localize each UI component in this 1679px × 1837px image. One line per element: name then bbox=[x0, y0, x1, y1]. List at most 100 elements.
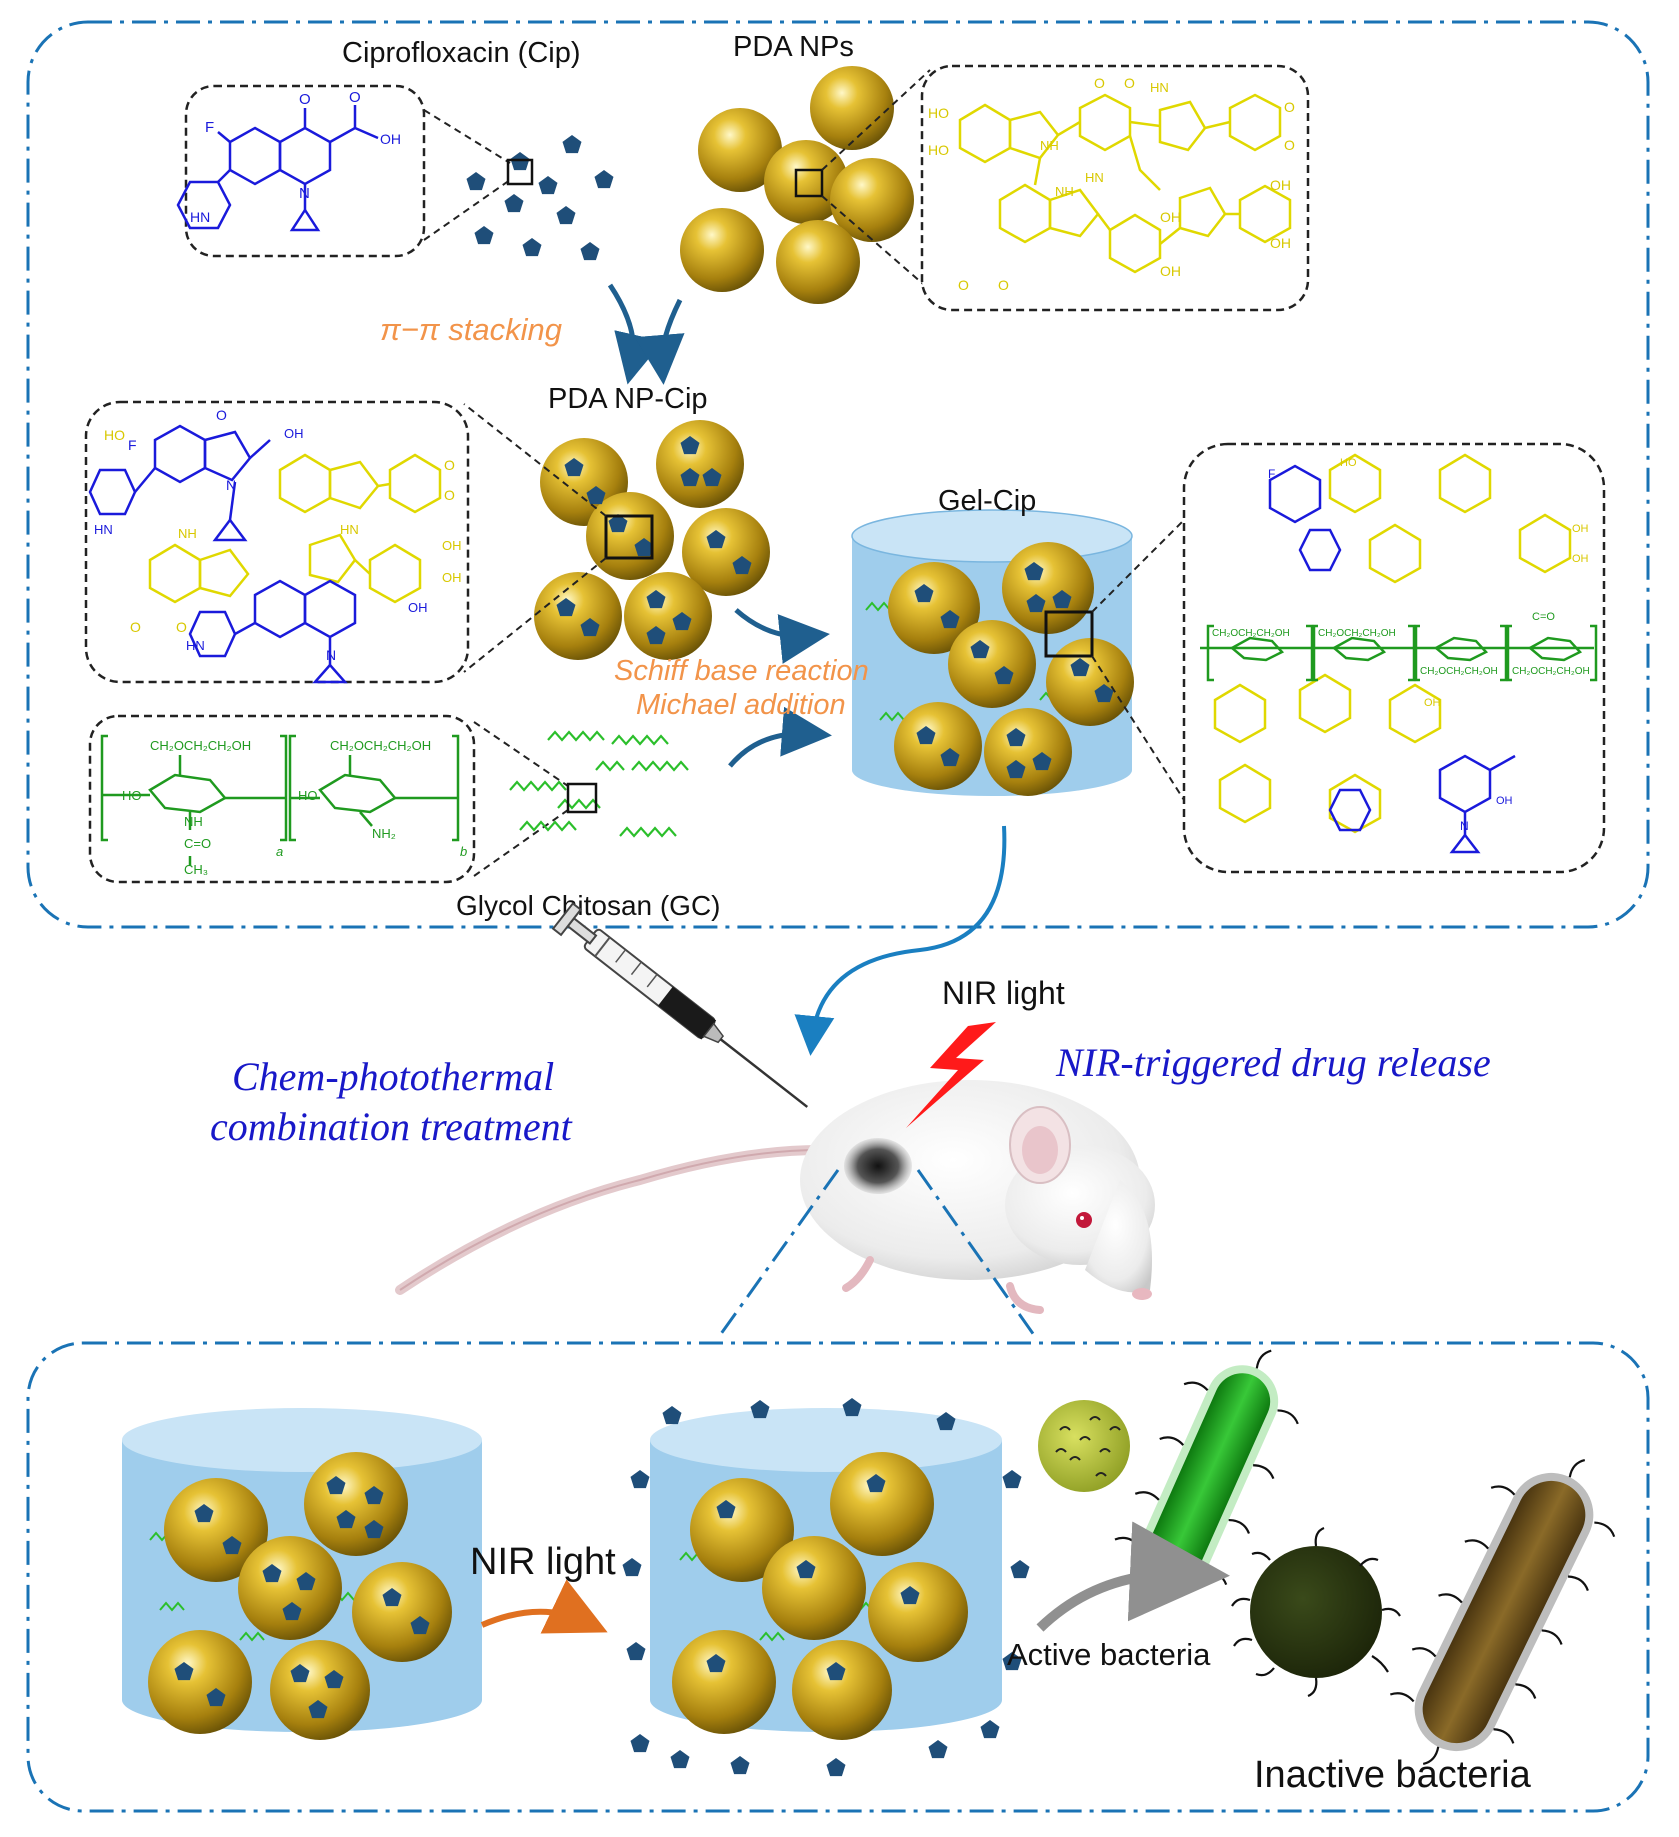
npcip-hn-1: HN bbox=[94, 522, 113, 537]
pda-nps-label: PDA NPs bbox=[733, 31, 854, 63]
active-coccus-icon bbox=[1038, 1400, 1130, 1492]
pda-oh-3: OH bbox=[1160, 263, 1181, 279]
gel-to-mouse-arrow bbox=[794, 825, 1007, 1056]
inactive-bacteria-label: Inactive bacteria bbox=[1254, 1754, 1532, 1796]
npcip-o-4: O bbox=[130, 619, 141, 635]
chem-photo-line2: combination treatment bbox=[210, 1104, 573, 1149]
cip-molecules bbox=[466, 135, 614, 261]
syringe-icon bbox=[551, 902, 809, 1108]
gc-nh: NH bbox=[184, 814, 203, 829]
pda-oh-4: OH bbox=[1160, 209, 1181, 225]
npcip-o-2: O bbox=[444, 457, 455, 473]
gel-ch2-1: CH₂OCH₂CH₂OH bbox=[1212, 628, 1290, 639]
bottom-frame bbox=[26, 1341, 1650, 1813]
pda-hn-1: HN bbox=[1150, 80, 1169, 95]
npcip-hn-3: HN bbox=[186, 638, 205, 653]
cip-hn-label: HN bbox=[190, 209, 210, 225]
pda-o-5: O bbox=[958, 277, 969, 293]
npcip-nh-1: NH bbox=[178, 526, 197, 541]
gel-n: N bbox=[1460, 819, 1469, 833]
gel-c-o: C=O bbox=[1532, 611, 1555, 623]
cip-f-label: F bbox=[205, 119, 214, 136]
chem-photo-line1: Chem-photothermal bbox=[232, 1054, 554, 1099]
gc-ch3: CH₃ bbox=[184, 862, 208, 877]
npcip-o-3: O bbox=[444, 487, 455, 503]
np-cip-to-gel-arrow bbox=[734, 608, 830, 664]
cip-to-np-cip-arrow bbox=[607, 283, 664, 385]
pda-o-1: O bbox=[1094, 75, 1105, 91]
npcip-o-5: O bbox=[176, 619, 187, 635]
nir-triggered-label: NIR-triggered drug release bbox=[1055, 1040, 1491, 1085]
npcip-oh-1: OH bbox=[284, 426, 304, 441]
top-frame bbox=[26, 20, 1650, 929]
cip-n-label: N bbox=[299, 185, 310, 202]
gc-c-o: C=O bbox=[184, 836, 211, 851]
gel-ch2-2: CH₂OCH₂CH₂OH bbox=[1318, 628, 1396, 639]
mouse-illustration bbox=[395, 1080, 1155, 1314]
gel-oh-2: OH bbox=[1572, 553, 1589, 565]
gel-structure-box: CH₂OCH₂CH₂OH CH₂OCH₂CH₂OH CH₂OCH₂CH₂OH C… bbox=[1182, 442, 1606, 874]
npcip-oh-2: OH bbox=[442, 538, 462, 553]
nir-light-bottom-label: NIR light bbox=[470, 1541, 616, 1583]
nir-arrow bbox=[480, 1579, 608, 1634]
gel-oh-4: OH bbox=[1496, 795, 1513, 807]
pda-oh-2: OH bbox=[1270, 235, 1291, 251]
cip-o2-label: O bbox=[349, 89, 361, 106]
npcip-n-2: N bbox=[326, 647, 336, 663]
schiff-base-label: Schiff base reaction bbox=[614, 655, 869, 687]
npcip-o-1: O bbox=[216, 407, 227, 423]
gc-structure-box: CH₂OCH₂CH₂OH CH₂OCH₂CH₂OH HO HO NH C=O C… bbox=[88, 714, 476, 884]
gel-ch2-4: CH₂OCH₂CH₂OH bbox=[1512, 666, 1590, 677]
nir-light-top-label: NIR light bbox=[942, 975, 1065, 1011]
npcip-oh-3: OH bbox=[442, 570, 462, 585]
inactive-coccus-icon bbox=[1231, 1526, 1401, 1698]
pda-o-6: O bbox=[998, 277, 1009, 293]
cip-o-label: O bbox=[299, 91, 311, 108]
gc-chains bbox=[509, 730, 689, 838]
pda-ho-1: HO bbox=[928, 105, 949, 121]
gel-after-nir bbox=[650, 1408, 1002, 1740]
ciprofloxacin-label: Ciprofloxacin (Cip) bbox=[342, 37, 581, 69]
active-bacteria-label: Active bacteria bbox=[1007, 1637, 1211, 1672]
gc-nh2: NH₂ bbox=[372, 826, 396, 841]
gel-oh-1: OH bbox=[1572, 523, 1589, 535]
pda-nps-cluster bbox=[680, 66, 914, 304]
bacteria-arrow bbox=[1036, 1521, 1230, 1632]
gc-ch2-2: CH₂OCH₂CH₂OH bbox=[330, 738, 431, 753]
npcip-oh-4: OH bbox=[408, 600, 428, 615]
pi-stacking-label: π−π stacking bbox=[380, 312, 562, 347]
npcip-ho: HO bbox=[104, 427, 125, 443]
gel-ch2-3: CH₂OCH₂CH₂OH bbox=[1420, 666, 1498, 677]
npcip-hn-2: HN bbox=[340, 522, 359, 537]
pda-nh-1: NH bbox=[1040, 138, 1059, 153]
gc-b: b bbox=[460, 844, 467, 859]
npcip-f-1: F bbox=[128, 437, 137, 453]
cip-oh-label: OH bbox=[380, 131, 401, 147]
pda-o-3: O bbox=[1284, 99, 1295, 115]
gc-ch2-1: CH₂OCH₂CH₂OH bbox=[150, 738, 251, 753]
pda-ho-2: HO bbox=[928, 142, 949, 158]
pda-o-4: O bbox=[1284, 137, 1295, 153]
glycol-chitosan-label: Glycol Chitosan (GC) bbox=[456, 890, 721, 921]
pda-nh-2: NH bbox=[1055, 184, 1074, 199]
gel-ho-1: HO bbox=[1340, 457, 1357, 469]
gel-cip-label: Gel-Cip bbox=[938, 485, 1036, 517]
michael-addition-label: Michael addition bbox=[636, 689, 846, 721]
gc-ho-2: HO bbox=[298, 788, 318, 803]
gel-f: F bbox=[1268, 467, 1275, 481]
np-cip-structure-box: HO F OH O N HN NH HN O O OH OH OH O O N … bbox=[84, 400, 470, 684]
inactive-rod-icon bbox=[1389, 1458, 1616, 1766]
gc-to-gel-arrow bbox=[728, 706, 832, 768]
gc-a: a bbox=[276, 844, 283, 859]
gel-before-nir bbox=[122, 1408, 482, 1740]
gc-ho-1: HO bbox=[122, 788, 142, 803]
pda-np-cip-label: PDA NP-Cip bbox=[548, 383, 708, 415]
cip-structure-box: F O OH O N HN bbox=[176, 84, 426, 258]
pda-oh-1: OH bbox=[1270, 177, 1291, 193]
pda-structure-box: HO HO O O O O NH HN HN NH OH OH OH OH O … bbox=[920, 64, 1310, 312]
npcip-n-1: N bbox=[226, 477, 236, 493]
gel-oh-3: OH bbox=[1424, 697, 1441, 709]
pda-to-np-cip-arrow bbox=[634, 298, 685, 385]
pda-hn-2: HN bbox=[1085, 170, 1104, 185]
